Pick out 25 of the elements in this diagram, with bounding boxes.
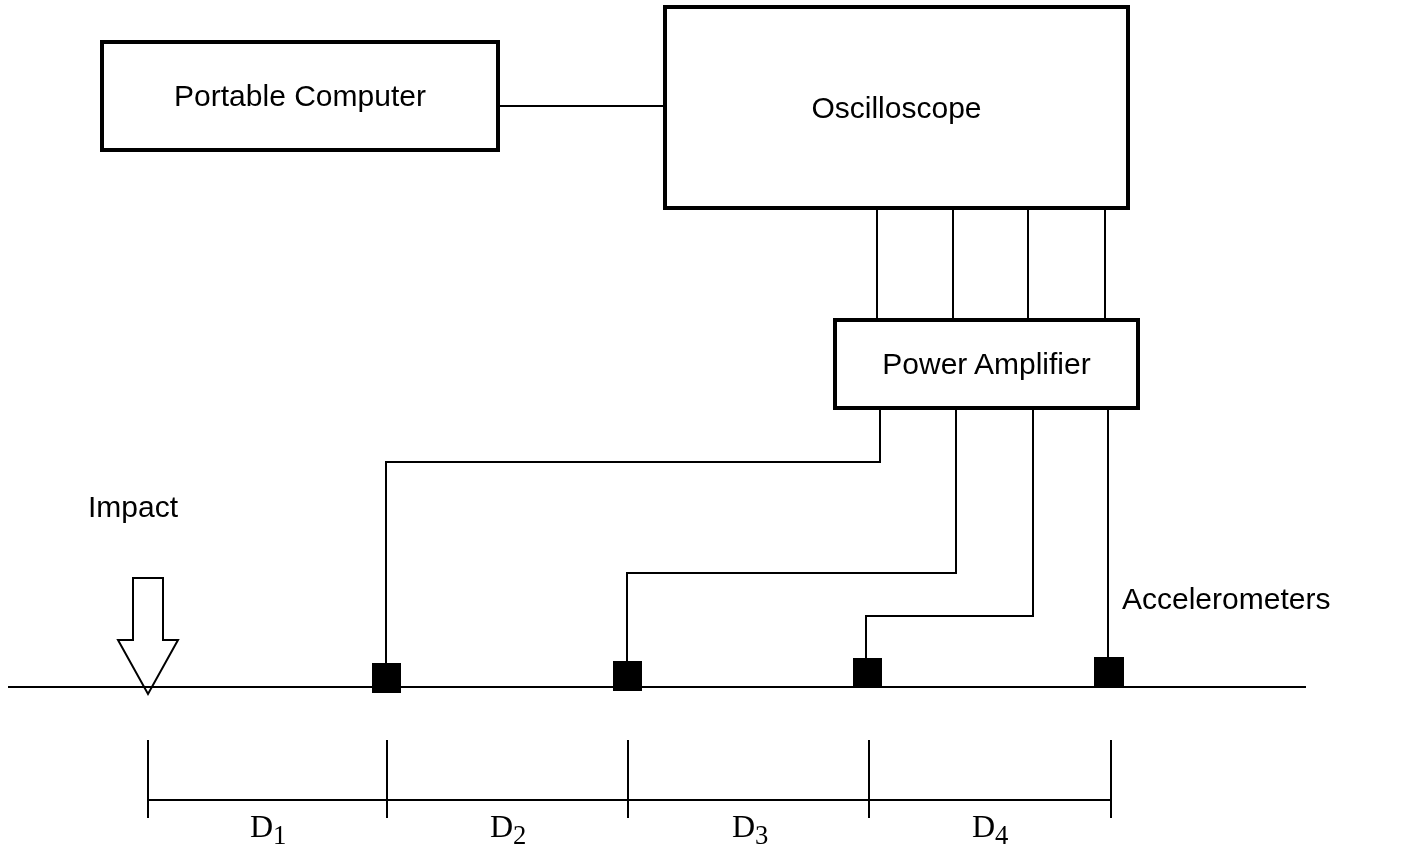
device-label: Power Amplifier — [882, 347, 1091, 381]
sensor-block — [853, 658, 882, 688]
sensor-block — [372, 663, 401, 693]
sensor-block — [613, 661, 642, 691]
dimension-label: D$_{2}$ — [490, 808, 527, 849]
wire — [876, 209, 878, 319]
wire — [385, 409, 881, 664]
wire — [1104, 209, 1106, 319]
device-label: Oscilloscope — [811, 90, 982, 125]
wire — [1107, 409, 1109, 658]
device-box — [663, 5, 1130, 210]
device-box — [833, 318, 1140, 410]
wire — [865, 409, 1034, 659]
wire — [952, 209, 954, 319]
device-box — [100, 40, 500, 152]
wire — [499, 105, 664, 107]
dimension-label: D$_{4}$ — [972, 808, 1009, 849]
wire — [626, 409, 957, 662]
dimension-label: D$_{1}$ — [250, 808, 287, 849]
wire — [1027, 209, 1029, 319]
force-label: Impact — [88, 490, 179, 524]
sensor-label: Accelerometers — [1122, 582, 1331, 616]
sensor-block — [1094, 657, 1124, 687]
dimension-label: D$_{3}$ — [732, 808, 769, 849]
device-label: Portable Computer — [174, 79, 426, 113]
